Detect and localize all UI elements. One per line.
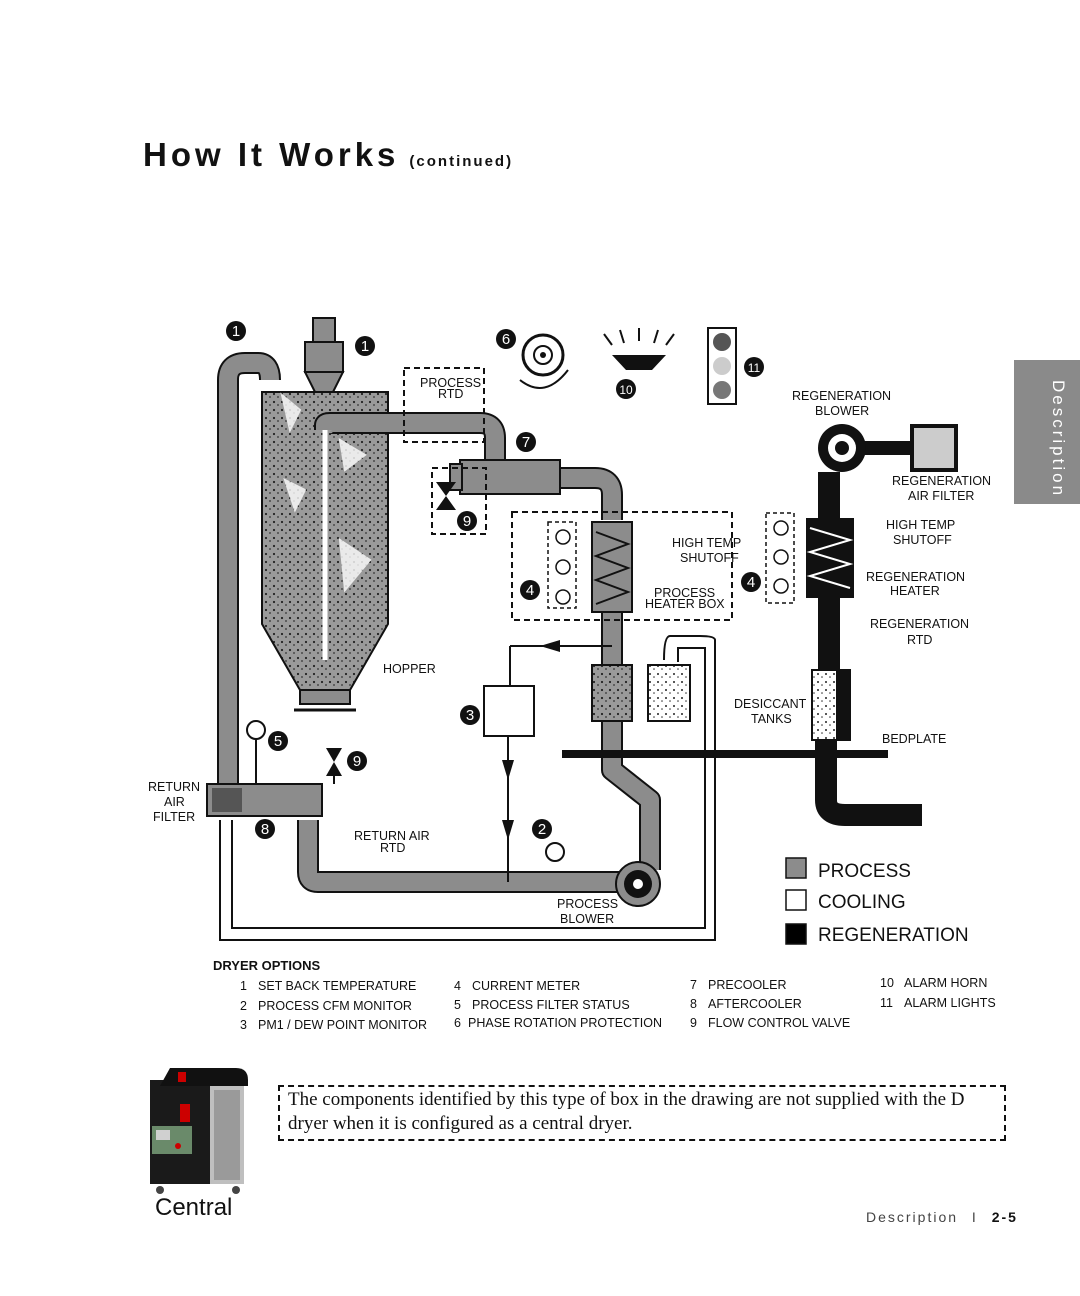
marker-1a: 1 [232,323,240,340]
option-markers: 1 1 6 10 11 7 9 4 4 3 5 9 8 2 [226,321,764,839]
label-bedplate: BEDPLATE [882,732,946,746]
label-process-blower-1: PROCESS [557,897,618,911]
label-hopper: HOPPER [383,662,436,676]
label-desiccant-2: TANKS [751,712,792,726]
marker-8: 8 [261,821,269,838]
title-continued: (continued) [409,153,514,170]
precooler [459,459,561,495]
footer-section: Description [866,1209,959,1225]
desiccant-tank-cooling [647,664,691,722]
filter-status-switch [246,720,266,740]
label-regen-high-temp-1: HIGH TEMP [886,518,955,532]
footer-separator: I [971,1209,978,1225]
label-regen-filter-2: AIR FILTER [908,489,974,503]
marker-4a: 4 [526,582,534,599]
phase-rotation-symbol [519,333,569,389]
label-high-temp-1: HIGH TEMP [672,536,741,550]
process-piping [217,352,661,893]
dryer-options-title: DRYER OPTIONS [213,958,321,973]
label-regen-heater-1: REGENERATION [866,570,965,584]
cooling-piping [219,635,716,941]
legend: PROCESS COOLING REGENERATION [785,857,969,946]
process-heater-box-outline [511,511,733,621]
label-return-filter-2: AIR [164,795,185,809]
product-caption: Central [155,1194,233,1221]
regeneration-system [765,424,958,826]
flow-control-valve [326,748,342,762]
label-regen-rtd-1: REGENERATION [870,617,969,631]
central-dryer-image [150,1068,248,1194]
label-high-temp-2: SHUTOFF [680,551,739,565]
central-dryer-note: The components identified by this type o… [278,1085,1006,1141]
page-number: 2-5 [991,1209,1018,1225]
legend-swatch-cooling [785,889,807,911]
marker-9a: 9 [463,513,471,530]
marker-11: 11 [748,361,761,375]
label-regen-blower-1: REGENERATION [792,389,891,403]
process-blower [615,861,661,907]
legend-swatch-regeneration [785,923,807,945]
label-regen-heater-2: HEATER [890,584,940,598]
desiccant-tank-process [591,664,633,722]
legend-regeneration: REGENERATION [818,925,969,946]
bedplate [562,750,888,758]
label-process-rtd-2: RTD [438,387,463,401]
label-regen-rtd-2: RTD [907,633,932,647]
label-regen-high-temp-2: SHUTOFF [893,533,952,547]
process-rtd-outline [403,367,485,443]
page-title: How It Works (continued) [143,136,513,174]
label-regen-blower-2: BLOWER [815,404,869,418]
dryer-flow-diagram: PROCESS RTD REGENERATION BLOWER REGENERA… [148,317,991,946]
marker-4b: 4 [747,574,755,591]
marker-5: 5 [274,733,282,750]
legend-cooling: COOLING [818,892,906,913]
label-return-filter-1: RETURN [148,780,200,794]
label-process-blower-2: BLOWER [560,912,614,926]
label-desiccant-1: DESICCANT [734,697,807,711]
hopper [261,317,389,712]
marker-10: 10 [619,383,633,397]
return-air-filter-box [206,783,323,817]
alarm-horn [603,328,675,370]
label-return-rtd-2: RTD [380,841,405,855]
page-footer: Description I 2-5 [866,1209,1018,1225]
marker-2: 2 [538,821,546,838]
label-process-rtd-1: PROCESS [420,376,481,390]
label-regen-filter-1: REGENERATION [892,474,991,488]
label-return-rtd-1: RETURN AIR [354,829,430,843]
cfm-gauge [545,842,565,862]
marker-1b: 1 [361,338,369,355]
dew-point-monitor-box [483,685,535,737]
marker-7: 7 [522,434,530,451]
legend-process: PROCESS [818,861,911,882]
label-process-heater-1: PROCESS [654,586,715,600]
marker-9b: 9 [353,753,361,770]
marker-3: 3 [466,707,474,724]
alarm-lights [707,327,737,405]
legend-swatch-process [785,857,807,879]
label-process-heater-2: HEATER BOX [645,597,725,611]
title-main: How It Works [143,136,400,173]
label-return-filter-3: FILTER [153,810,195,824]
side-section-tab[interactable]: Description2 [1014,360,1080,525]
diagram-labels: PROCESS RTD REGENERATION BLOWER REGENERA… [148,376,991,926]
marker-6: 6 [502,331,510,348]
